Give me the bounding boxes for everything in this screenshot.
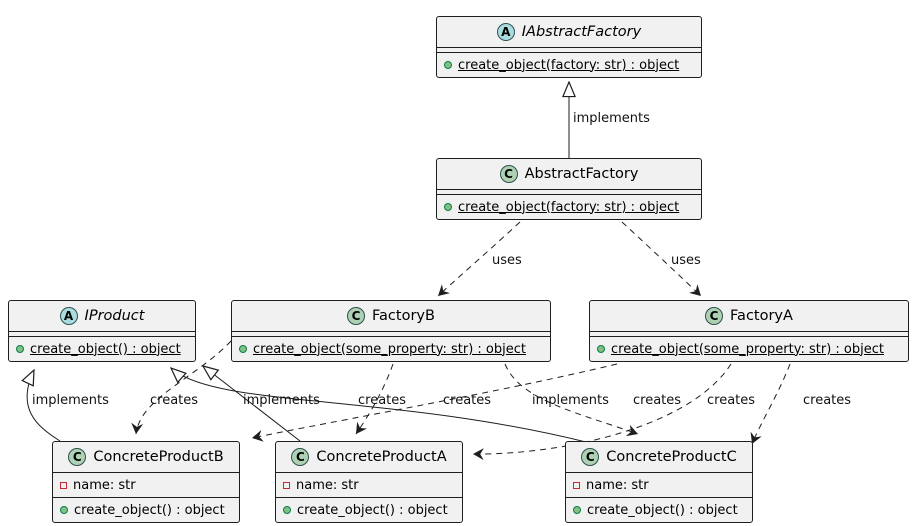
edge-label-creates: creates	[803, 393, 852, 408]
edge-label-creates: creates	[707, 393, 756, 408]
edge-concreteproductb-implements-iproduct	[27, 370, 61, 442]
method-text: create_object() : object	[30, 341, 181, 357]
edge-label-implements: implements	[243, 393, 320, 408]
edge-abstractfactory-uses-factorya	[621, 221, 702, 297]
class-title: A IAbstractFactory	[437, 17, 701, 47]
public-method-icon	[597, 345, 605, 353]
method-text: create_object(factory: str) : object	[458, 199, 680, 215]
edge-factorya-creates-concreteproductb	[251, 363, 618, 442]
method-row: create_object(some_property: str) : obje…	[232, 336, 550, 361]
class-icon: C	[68, 448, 87, 466]
private-field-icon	[283, 481, 290, 489]
edge-label-creates: creates	[358, 393, 407, 408]
class-title: C AbstractFactory	[437, 159, 701, 189]
edge-factorya-creates-concreteproducta	[472, 363, 732, 461]
compartment-divider	[590, 331, 908, 332]
compartment-divider	[232, 331, 550, 332]
method-row: create_object(factory: str) : object	[437, 52, 701, 77]
class-name: IProduct	[84, 308, 145, 324]
class-title: A IProduct	[9, 301, 195, 331]
field-text: name: str	[586, 477, 649, 493]
class-title: C FactoryB	[232, 301, 550, 331]
edge-label-implements: implements	[32, 393, 109, 408]
class-title: C ConcreteProductA	[276, 442, 462, 472]
field-text: name: str	[73, 477, 136, 493]
class-factoryb: C FactoryB create_object(some_property: …	[231, 300, 551, 362]
class-abstractfactory: C AbstractFactory create_object(factory:…	[436, 158, 702, 220]
method-row: create_object() : object	[9, 336, 195, 361]
edge-factoryb-creates-concreteproductc	[504, 363, 639, 437]
compartment-divider	[437, 189, 701, 190]
public-method-icon	[573, 506, 581, 514]
method-text: create_object() : object	[587, 502, 738, 518]
edge-label-uses: uses	[492, 253, 522, 268]
edge-concreteproductc-implements-iproduct	[171, 368, 591, 444]
method-text: create_object(some_property: str) : obje…	[611, 341, 884, 357]
private-field-icon	[60, 481, 67, 489]
class-title: C ConcreteProductC	[566, 442, 752, 472]
public-method-icon	[444, 203, 452, 211]
class-concreteproductc: C ConcreteProductC name: str create_obje…	[565, 441, 753, 523]
class-iproduct: A IProduct create_object() : object	[8, 300, 196, 362]
class-title: C FactoryA	[590, 301, 908, 331]
method-text: create_object(some_property: str) : obje…	[253, 341, 526, 357]
edge-label-creates: creates	[150, 393, 199, 408]
edge-label-creates: creates	[633, 393, 682, 408]
edge-concreteproducta-implements-iproduct	[203, 366, 301, 442]
class-concreteproductb: C ConcreteProductB name: str create_obje…	[52, 441, 240, 523]
edge-label-uses: uses	[671, 253, 701, 268]
class-icon: C	[291, 448, 310, 466]
field-row: name: str	[566, 472, 752, 497]
method-row: create_object(some_property: str) : obje…	[590, 336, 908, 361]
public-method-icon	[444, 61, 452, 69]
edge-label-creates: creates	[443, 393, 492, 408]
field-row: name: str	[53, 472, 239, 497]
class-title: C ConcreteProductB	[53, 442, 239, 472]
private-field-icon	[573, 481, 580, 489]
class-icon: C	[499, 165, 518, 183]
abstract-icon: A	[496, 23, 515, 41]
field-row: name: str	[276, 472, 462, 497]
edge-factorya-creates-concreteproductc	[750, 363, 791, 445]
class-iabstractfactory: A IAbstractFactory create_object(factory…	[436, 16, 702, 78]
abstract-icon: A	[59, 307, 78, 325]
method-row: create_object(factory: str) : object	[437, 194, 701, 219]
class-icon: C	[581, 448, 600, 466]
class-factorya: C FactoryA create_object(some_property: …	[589, 300, 909, 362]
class-name: IAbstractFactory	[521, 24, 642, 40]
class-icon: C	[705, 307, 724, 325]
class-name: FactoryA	[730, 308, 793, 324]
edge-factoryb-creates-concreteproductb	[131, 340, 232, 435]
class-concreteproducta: C ConcreteProductA name: str create_obje…	[275, 441, 463, 523]
class-name: ConcreteProductA	[316, 449, 447, 465]
compartment-divider	[437, 47, 701, 48]
public-method-icon	[239, 345, 247, 353]
method-row: create_object() : object	[276, 497, 462, 522]
method-text: create_object() : object	[297, 502, 448, 518]
method-row: create_object() : object	[566, 497, 752, 522]
field-text: name: str	[296, 477, 359, 493]
public-method-icon	[283, 506, 291, 514]
method-text: create_object() : object	[74, 502, 225, 518]
edge-label-implements: implements	[573, 111, 650, 126]
class-icon: C	[347, 307, 366, 325]
edge-abstractfactory-uses-factoryb	[437, 221, 521, 297]
class-name: ConcreteProductC	[606, 449, 737, 465]
public-method-icon	[60, 506, 68, 514]
compartment-divider	[9, 331, 195, 332]
method-text: create_object(factory: str) : object	[458, 57, 680, 73]
method-row: create_object() : object	[53, 497, 239, 522]
class-name: AbstractFactory	[524, 166, 639, 182]
edge-label-implements: implements	[532, 393, 609, 408]
class-name: FactoryB	[372, 308, 435, 324]
class-name: ConcreteProductB	[93, 449, 224, 465]
public-method-icon	[16, 345, 24, 353]
